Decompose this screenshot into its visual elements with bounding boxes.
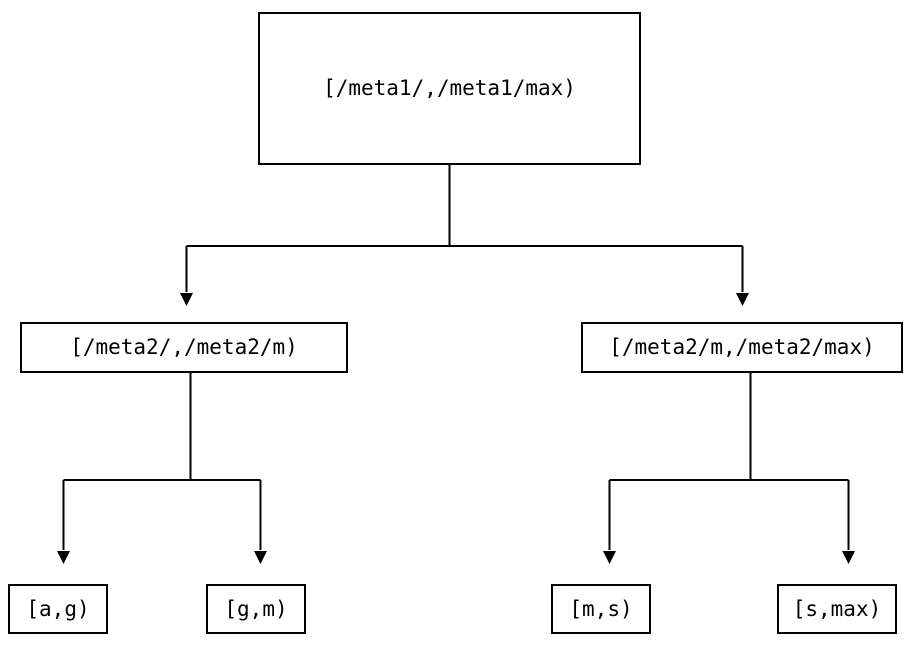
edge-midright-to-leaves <box>608 373 850 550</box>
tree-node-leaf-smax-label: [s,max) <box>792 596 882 621</box>
arrowhead-to-leaf-ms <box>603 551 616 564</box>
tree-node-root[interactable]: [/meta1/,/meta1/max) <box>258 12 641 165</box>
arrowhead-to-mid-left <box>180 293 193 306</box>
arrowhead-to-leaf-smax <box>842 551 855 564</box>
tree-node-mid-right[interactable]: [/meta2/m,/meta2/max) <box>581 322 903 373</box>
edge-root-to-mid-level <box>185 165 744 292</box>
tree-node-leaf-ag[interactable]: [a,g) <box>8 584 108 634</box>
tree-node-leaf-gm-label: [g,m) <box>224 596 288 621</box>
tree-node-mid-left[interactable]: [/meta2/,/meta2/m) <box>20 322 348 373</box>
arrowhead-to-leaf-ag <box>57 551 70 564</box>
arrowhead-to-mid-right <box>736 293 749 306</box>
tree-node-mid-right-label: [/meta2/m,/meta2/max) <box>609 335 875 359</box>
tree-node-leaf-ag-label: [a,g) <box>26 596 90 621</box>
arrowhead-to-leaf-gm <box>254 551 267 564</box>
edge-midleft-to-leaves <box>62 373 262 550</box>
tree-node-leaf-ms-label: [m,s) <box>569 596 633 621</box>
tree-node-root-label: [/meta1/,/meta1/max) <box>323 76 576 100</box>
tree-node-leaf-gm[interactable]: [g,m) <box>206 584 306 634</box>
tree-node-leaf-ms[interactable]: [m,s) <box>551 584 651 634</box>
tree-node-mid-left-label: [/meta2/,/meta2/m) <box>70 335 298 359</box>
tree-node-leaf-smax[interactable]: [s,max) <box>777 584 897 634</box>
